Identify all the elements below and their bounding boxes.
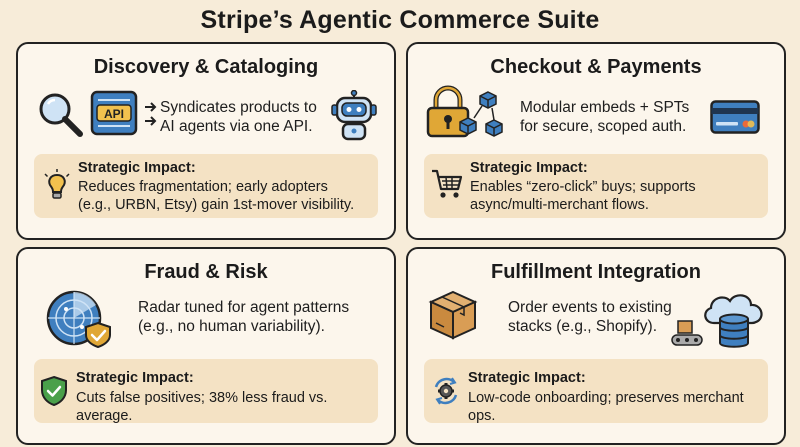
magnifier-icon xyxy=(36,90,86,140)
radar-icon xyxy=(44,289,114,349)
impact-text: Low-code onboarding; preserves merchant … xyxy=(468,390,744,424)
page-title: Stripe’s Agentic Commerce Suite xyxy=(200,6,600,34)
card-description: Order events to existing stacks (e.g., S… xyxy=(508,299,672,335)
card-fulfillment: Fulfillment Integration Order events to … xyxy=(406,247,786,445)
api-server-icon: API xyxy=(90,90,138,136)
card-description: Radar tuned for agent patterns (e.g., no… xyxy=(138,299,350,335)
card-description: Modular embeds + SPTs for secure, scoped… xyxy=(520,99,690,135)
impact-heading: Strategic Impact: xyxy=(468,370,586,386)
impact-text: Enables “zero-click” buys; supports asyn… xyxy=(470,179,696,213)
impact-text: Cuts false positives; 38% less fraud vs.… xyxy=(76,390,328,424)
card-title: Fulfillment Integration xyxy=(491,261,701,283)
shopping-cart-icon xyxy=(430,168,464,200)
package-icon xyxy=(428,289,478,341)
robot-icon xyxy=(330,90,378,142)
card-discovery: Discovery & Cataloging API Syndicates pr… xyxy=(16,42,396,240)
cloud-database-icon xyxy=(700,289,768,351)
arrow-icon xyxy=(144,101,158,127)
impact-panel: Strategic Impact: Low-code onboarding; p… xyxy=(424,359,768,424)
card-title: Fraud & Risk xyxy=(144,261,268,283)
card-description: Syndicates products to AI agents via one… xyxy=(160,99,317,135)
impact-panel: Strategic Impact: Reduces fragmentation;… xyxy=(34,154,378,218)
credit-card-icon xyxy=(710,100,760,134)
modules-icon xyxy=(458,90,504,140)
api-label: API xyxy=(104,107,124,121)
card-title: Discovery & Cataloging xyxy=(93,56,319,78)
conveyor-icon xyxy=(670,319,704,349)
card-title: Checkout & Payments xyxy=(490,56,702,78)
card-checkout: Checkout & Payments Modular embeds + SPT… xyxy=(406,42,786,240)
impact-heading: Strategic Impact: xyxy=(78,160,196,176)
gear-cycle-icon xyxy=(430,375,462,407)
impact-heading: Strategic Impact: xyxy=(470,160,588,176)
impact-panel: Strategic Impact: Cuts false positives; … xyxy=(34,359,378,424)
impact-panel: Strategic Impact: Enables “zero-click” b… xyxy=(424,154,768,218)
shield-check-icon xyxy=(40,375,68,407)
impact-text: Reduces fragmentation; early adopters (e… xyxy=(78,179,355,213)
card-fraud: Fraud & Risk Radar tuned for agent patte… xyxy=(16,247,396,445)
lightbulb-icon xyxy=(42,168,72,200)
impact-heading: Strategic Impact: xyxy=(76,370,194,386)
